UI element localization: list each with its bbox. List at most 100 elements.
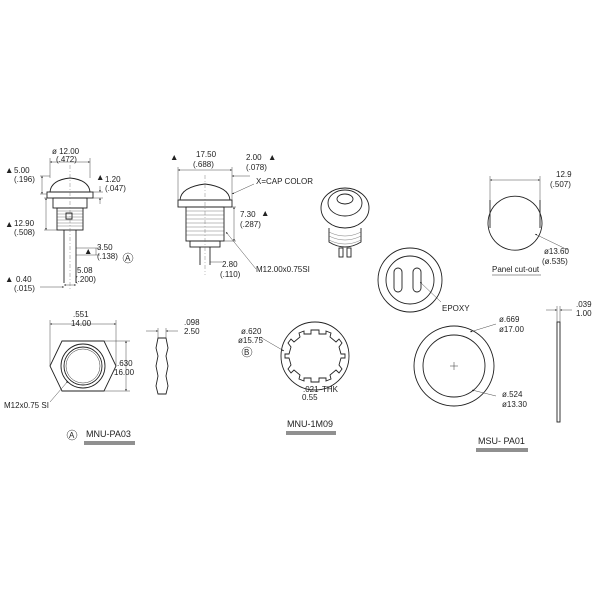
dim-cap-rim-in: (.047) xyxy=(105,184,126,193)
dim-cap-rim-mm: 2.00 xyxy=(246,153,262,162)
dim-washer-thk-mm: 0.55 xyxy=(302,393,318,402)
cap-color-note: X=CAP COLOR xyxy=(256,177,313,186)
nut-thread: M12x0.75 SI xyxy=(4,401,49,410)
side-view-switch-a: ø 12.00 (.472) ▲ 5.00 (.196) ▲ 1.20 (.04… xyxy=(5,147,134,293)
seal-msu-pa01: ø.669 ø17.00 ø.524 ø13.30 MSU- PA01 xyxy=(413,315,528,452)
dim-body-h-in: (.508) xyxy=(14,228,35,237)
tri-mark: ▲ xyxy=(5,219,13,229)
nut-side-view: .098 2.50 xyxy=(146,318,200,395)
nut-bore-outer xyxy=(63,346,103,386)
dim-washer-thk-in: .021 xyxy=(303,385,319,394)
dim-dia-in: (.472) xyxy=(56,155,77,164)
dim-dia-mm: ø 12.00 xyxy=(52,147,80,156)
isometric-switch xyxy=(320,187,370,258)
dim-cap-rim-mm: 1.20 xyxy=(105,175,121,184)
dim-term-w-in: (.015) xyxy=(14,284,35,293)
nut-hex xyxy=(49,340,117,392)
dim-nut-thick-mm: 2.50 xyxy=(184,327,200,336)
body xyxy=(328,228,362,248)
cap-top xyxy=(336,193,354,205)
ref-b-label: B xyxy=(244,348,249,357)
part-mnu-pa03: MNU-PA03 xyxy=(86,429,131,439)
dim-cap-h-in: (.196) xyxy=(14,175,35,184)
dim-nut-h-in: .630 xyxy=(117,359,133,368)
terminal xyxy=(338,247,344,258)
part-msu-pa01: MSU- PA01 xyxy=(478,436,525,446)
dim-cap-dia-in: (.688) xyxy=(193,160,214,169)
dim-term-len-in: (.110) xyxy=(220,270,241,279)
dim-term-len-mm: 2.80 xyxy=(222,260,238,269)
tri-mark: ▲ xyxy=(5,165,13,175)
epoxy-label: EPOXY xyxy=(442,304,470,313)
cap-dome xyxy=(49,177,91,193)
seal-outer xyxy=(413,325,495,407)
thread-spec: M12.00x0.75SI xyxy=(256,265,310,274)
ref-circle-b xyxy=(241,346,253,358)
dim-cutout-w-mm: 12.9 xyxy=(556,170,572,179)
ref-circle-a xyxy=(66,429,78,441)
dim-body-h-mm: 12.90 xyxy=(14,219,35,228)
cutout-label: Panel cut-out xyxy=(492,265,540,274)
nut-chamfer xyxy=(60,343,106,389)
nut-bore-inner xyxy=(65,348,101,384)
dim-seal-thick-in: .039 xyxy=(576,300,592,309)
dim-cutout-dia-mm: ø13.60 xyxy=(544,247,569,256)
terminal-slot xyxy=(412,267,422,293)
dim-nut-h-mm: 16.00 xyxy=(114,368,135,377)
ref-a-label: A xyxy=(69,431,75,440)
dim-nut-thick-in: .098 xyxy=(184,318,200,327)
dim-thread-len-mm: 7.30 xyxy=(240,210,256,219)
side-view-switch-b: ▲ 17.50 (.688) 2.00 (.078) ▲ X=CAP COLOR… xyxy=(170,150,313,279)
lock-washer-mnu-1m09: ø.620 ø15.75 B .021 THK 0.55 MNU-1M09 xyxy=(238,321,350,435)
dim-cutout-w-in: (.507) xyxy=(550,180,571,189)
dim-washer-dia-mm: ø15.75 xyxy=(238,336,263,345)
nut-profile xyxy=(155,337,169,395)
back-view-epoxy: EPOXY xyxy=(377,247,470,313)
washer-outer xyxy=(280,321,350,391)
hex-nut-mnu-pa03: .551 14.00 .630 16.00 M12x0.75 SI A MNU-… xyxy=(4,310,135,445)
panel-cutout: 12.9 (.507) ø13.60 (ø.535) Panel cut-out xyxy=(487,170,572,276)
dim-term-w-mm: 0.40 xyxy=(16,275,32,284)
dim-seal-inner-in: ø.524 xyxy=(502,390,523,399)
dim-cap-dia-mm: 17.50 xyxy=(196,150,217,159)
dim-cutout-dia-in: (ø.535) xyxy=(542,257,568,266)
flange-inner xyxy=(385,255,435,305)
flange-outer xyxy=(377,247,443,313)
dim-term-span-in: (.200) xyxy=(75,275,96,284)
dim-cap-rim-in: (.078) xyxy=(246,163,267,172)
dim-nut-w-in: .551 xyxy=(73,310,89,319)
dim-nut-w-mm: 14.00 xyxy=(71,319,92,328)
ref-circle-a xyxy=(122,252,134,264)
dim-cap-h-mm: 5.00 xyxy=(14,166,30,175)
dim-seal-inner-mm: ø13.30 xyxy=(502,400,527,409)
cap-indicator xyxy=(65,212,73,220)
tri-mark: ▲ xyxy=(170,152,178,162)
dim-thread-len-in: (.287) xyxy=(240,220,261,229)
dim-term-len-mm: 3.50 xyxy=(97,243,113,252)
ref-a-label: A xyxy=(125,254,131,263)
seal-side-view: .039 1.00 xyxy=(546,300,592,423)
dim-washer-thk-word: THK xyxy=(322,385,339,394)
terminal xyxy=(346,247,352,258)
washer-teeth xyxy=(284,329,346,383)
dim-term-len-in: (.138) xyxy=(97,252,118,261)
cutout-bottom-arc xyxy=(487,212,543,251)
seal-inner xyxy=(422,334,486,398)
cap-outer xyxy=(320,187,370,229)
tri-mark: ▲ xyxy=(261,208,269,218)
seal-profile xyxy=(556,321,561,423)
dim-seal-outer-in: ø.669 xyxy=(499,315,520,324)
tri-mark: ▲ xyxy=(96,172,104,182)
terminal-slot xyxy=(393,267,403,293)
tri-mark: ▲ xyxy=(268,152,276,162)
dim-seal-thick-mm: 1.00 xyxy=(576,309,592,318)
tri-mark: ▲ xyxy=(84,246,92,256)
tri-mark: ▲ xyxy=(5,274,13,284)
dim-seal-outer-mm: ø17.00 xyxy=(499,325,524,334)
part-mnu-1m09: MNU-1M09 xyxy=(287,419,333,429)
dim-washer-dia-in: ø.620 xyxy=(241,327,262,336)
cap-inner xyxy=(327,189,363,217)
dim-term-span-mm: 5.08 xyxy=(77,266,93,275)
